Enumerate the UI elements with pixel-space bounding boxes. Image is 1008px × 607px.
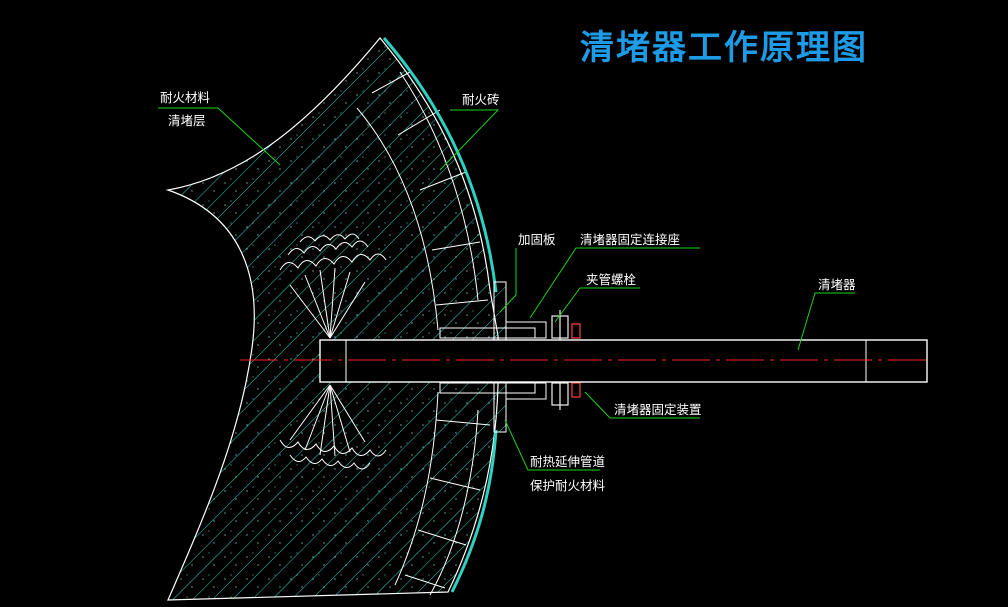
label-refractory-brick: 耐火砖: [462, 92, 500, 107]
label-reinforcing-plate: 加固板: [518, 232, 556, 247]
brick-layer-mid: [399, 71, 479, 596]
label-protective-refractory: 保护耐火材料: [530, 478, 606, 493]
label-fixing-seat: 清堵器固定连接座: [580, 232, 680, 247]
fixing-seat: [439, 321, 547, 400]
diagram-title: 清堵器工作原理图: [580, 28, 868, 68]
label-heat-pipe: 耐热延伸管道: [530, 454, 606, 469]
brick-joints: [371, 71, 491, 589]
label-refractory-material: 耐火材料: [160, 90, 211, 105]
label-clamp-bolt: 夹管螺栓: [586, 272, 637, 287]
wall-dots: [168, 38, 498, 600]
clamp-bolt-upper: [551, 310, 581, 340]
label-blockage-layer: 清堵层: [168, 113, 206, 128]
lower-spray: [279, 384, 387, 470]
cleaner-tube: [319, 339, 928, 383]
annotation-labels: 耐火材料 清堵层 耐火砖 加固板 清堵器固定连接座 夹管螺栓 清堵器 清堵器固定…: [160, 90, 856, 493]
label-cleaner: 清堵器: [818, 277, 856, 292]
upper-spray: [279, 233, 387, 339]
leaders: [158, 107, 855, 471]
label-fixing-device: 清堵器固定装置: [614, 402, 702, 417]
refractory-wall: [165, 37, 499, 601]
clamp-bolt-lower: [551, 380, 581, 410]
outer-shell: [382, 37, 498, 593]
